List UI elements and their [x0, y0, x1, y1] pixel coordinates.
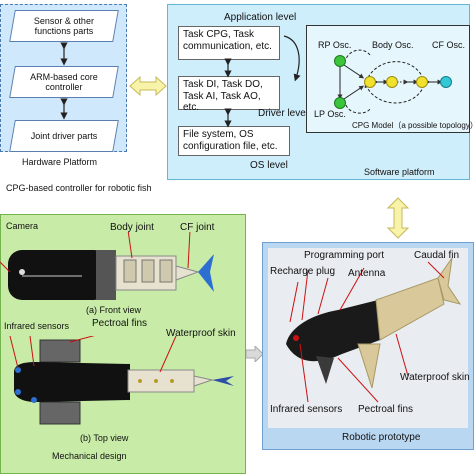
- rp-feedback-loop: [346, 50, 370, 59]
- lp-body-link: [344, 87, 362, 99]
- sw-proto-double-arrow: [386, 196, 410, 240]
- front-joint-segment-1: [124, 260, 136, 282]
- app-to-driver-arrow: [284, 36, 299, 78]
- top-hull: [14, 362, 130, 402]
- rp-osc-node: [335, 56, 346, 67]
- top-pectoral-fin-right: [40, 402, 80, 424]
- front-joint-segment-3: [160, 260, 172, 282]
- top-view-label: (b) Top view: [80, 434, 128, 444]
- antenna-label: Antenna: [348, 268, 385, 279]
- top-body-joints: [128, 370, 194, 392]
- infrared-sensors-label-proto: Infrared sensors: [270, 404, 342, 415]
- mechanical-design-title: Mechanical design: [52, 452, 127, 462]
- proto-infrared-sensor: [293, 335, 299, 341]
- front-caudal-fin: [198, 254, 214, 292]
- front-view-label: (a) Front view: [86, 306, 141, 316]
- top-infrared-sensor-2: [15, 389, 21, 395]
- rp-body-link: [344, 65, 362, 77]
- robotic-prototype-title: Robotic prototype: [342, 432, 420, 443]
- waterproof-skin-label-proto: Waterproof skin: [400, 372, 470, 383]
- body-osc-node-3: [417, 77, 428, 88]
- body-osc-node-2: [387, 77, 398, 88]
- proto-stand: [358, 344, 380, 388]
- camera-label: Camera: [6, 222, 38, 232]
- controller-caption: CPG-based controller for robotic fish: [6, 184, 152, 194]
- front-hull-joint: [96, 250, 116, 300]
- software-platform-title: Software platform: [364, 168, 435, 178]
- top-infrared-sensor-3: [31, 397, 37, 403]
- caudal-fin-label: Caudal fin: [414, 250, 459, 261]
- cf-osc-node: [441, 77, 452, 88]
- programming-port-label: Programming port: [304, 250, 384, 261]
- pectoral-fins-label-proto: Pectroal fins: [358, 404, 413, 415]
- top-peduncle: [194, 376, 212, 386]
- top-view-drawing: [0, 336, 246, 432]
- body-loop-bottom: [366, 85, 424, 103]
- top-pectoral-fin-left: [40, 340, 80, 362]
- infrared-sensors-label: Infrared sensors: [4, 322, 69, 332]
- pectoral-fins-label: Pectroal fins: [92, 318, 147, 329]
- top-caudal-fin: [212, 376, 234, 386]
- body-osc-node-1: [365, 77, 376, 88]
- recharge-plug-label: Recharge plug: [270, 266, 335, 277]
- cpg-topology: [306, 25, 470, 133]
- front-peduncle: [176, 266, 198, 280]
- front-view-drawing: [0, 232, 246, 308]
- lp-feedback-loop: [346, 105, 370, 113]
- lp-osc-node: [335, 98, 346, 109]
- front-joint-segment-2: [142, 260, 154, 282]
- front-camera-lens: [19, 269, 25, 275]
- front-hull-head: [8, 250, 108, 300]
- proto-skin-body: [376, 278, 444, 340]
- proto-pectoral-fin: [316, 356, 334, 384]
